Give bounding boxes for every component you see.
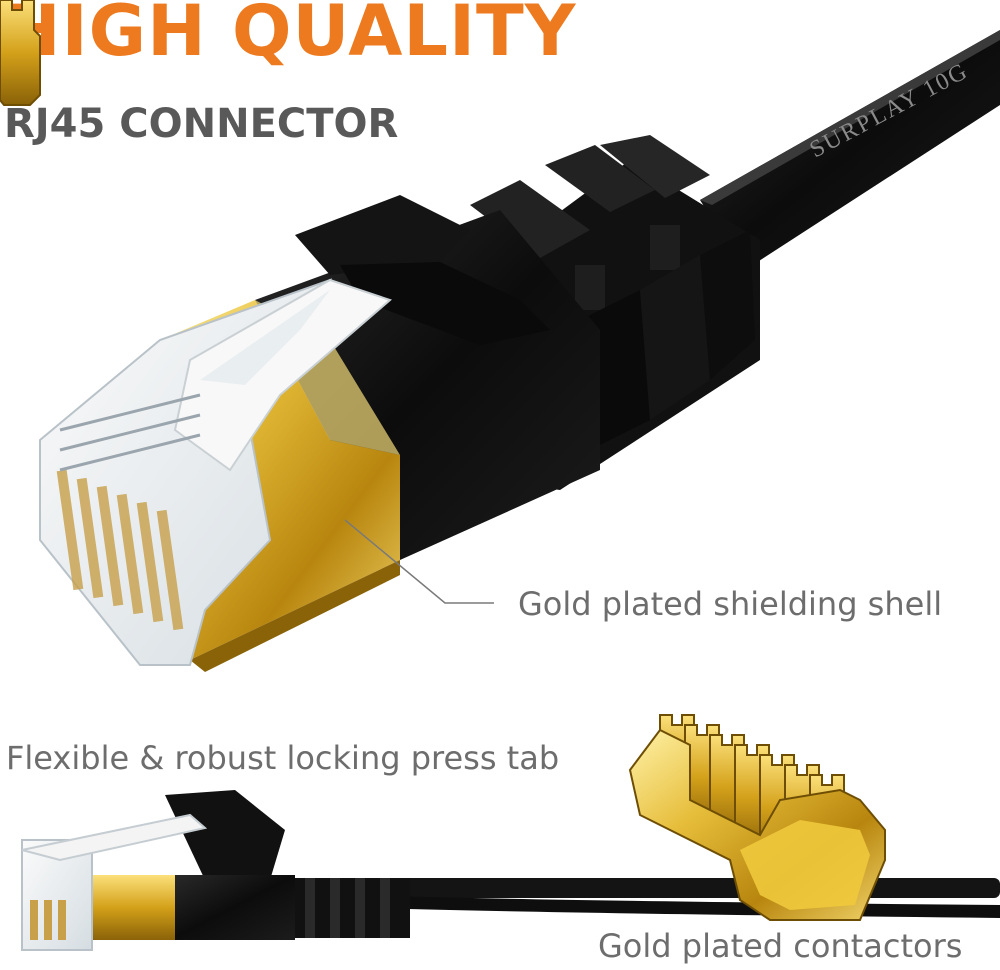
headline: HIGH QUALITY (2, 0, 577, 72)
caption-gold-contactors: Gold plated contactors (598, 927, 963, 965)
caption-shielding-shell: Gold plated shielding shell (518, 585, 943, 623)
shell-leader-line (344, 519, 494, 604)
side-view-plug (21, 790, 1000, 951)
clear-plug-body (39, 278, 392, 666)
caption-locking-press-tab: Flexible & robust locking press tab (6, 739, 560, 777)
subheadline: RJ45 CONNECTOR (4, 101, 399, 147)
gold-contacts (0, 0, 886, 921)
